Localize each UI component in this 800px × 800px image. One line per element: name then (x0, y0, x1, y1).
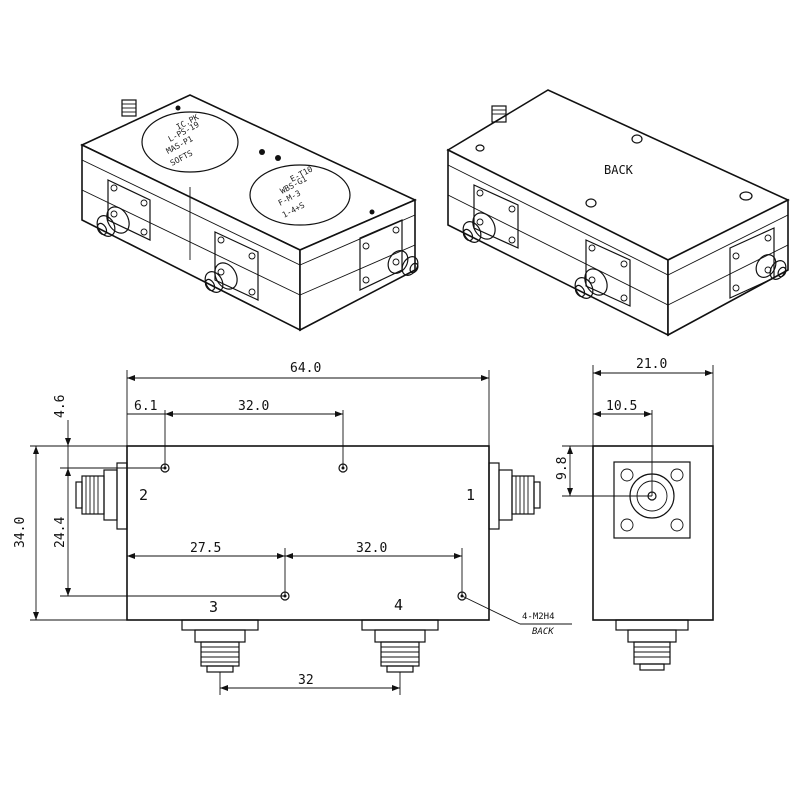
dim-side-width-text: 21.0 (636, 357, 667, 372)
top-view-body (126, 445, 490, 621)
side-bottom-connector (615, 619, 689, 671)
back-connector-right (729, 227, 787, 299)
dim-height: 34.0 (13, 445, 127, 621)
port-2-label: 2 (139, 486, 148, 504)
back-top-connector (491, 105, 507, 123)
dim-lower-offset-text: 27.5 (190, 541, 221, 556)
back-box-end-face (667, 198, 789, 337)
side-view: 21.0 10.5 9.8 (555, 357, 714, 671)
isometric-back-view: BACK (446, 89, 790, 337)
side-view-body (592, 445, 714, 621)
connector-port-1 (488, 462, 541, 530)
dim-connector-spacing-text: 32 (298, 673, 314, 688)
dim-hole-vertical: 24.4 (53, 468, 285, 597)
hole-callout-note: BACK (532, 627, 554, 637)
dim-side-width: 21.0 (592, 357, 714, 446)
connector-port-4 (361, 619, 439, 673)
dim-hole-spacing-top-text: 32.0 (238, 399, 269, 414)
front-top-connector (121, 99, 137, 117)
front-connector-left (96, 179, 151, 241)
back-hole-3 (585, 198, 597, 208)
dim-top-margin-text: 4.6 (53, 395, 68, 418)
connector-port-3 (181, 619, 259, 673)
back-hole-1 (475, 144, 485, 152)
front-connector-right (359, 219, 419, 291)
dim-hole-spacing-top: 6.1 32.0 (127, 399, 344, 468)
front-box-end-face (299, 198, 416, 332)
dim-side-center-y: 9.8 (555, 445, 652, 497)
dim-side-center-x-text: 10.5 (606, 399, 637, 414)
back-label: BACK (604, 163, 634, 177)
back-connector-left (462, 184, 519, 249)
dim-top-margin: 4.6 (53, 395, 165, 476)
isometric-front-view: IC.PK L-PS-19 MAS-P1 SOFTS E-T10 WBS-G1 … (80, 94, 419, 332)
port-1-label: 1 (466, 486, 475, 504)
dim-hole-spacing-bottom-text: 32.0 (356, 541, 387, 556)
dim-side-center-y-text: 9.8 (555, 457, 570, 480)
back-hole-4 (739, 191, 753, 201)
back-connector-middle (574, 239, 631, 307)
dim-length-text: 64.0 (290, 361, 321, 376)
dim-length: 64.0 (126, 361, 490, 446)
port-3-label: 3 (209, 598, 218, 616)
port-4-label: 4 (394, 596, 403, 614)
dim-side-center-x: 10.5 (593, 399, 653, 496)
dim-height-text: 34.0 (13, 517, 28, 548)
connector-port-2 (75, 462, 128, 530)
dim-connector-spacing: 32 (219, 672, 401, 695)
top-view: 2 1 3 4 64.0 6.1 32.0 (13, 361, 572, 695)
hole-callout-text: 4-M2H4 (522, 612, 555, 622)
back-hole-2 (631, 134, 643, 144)
dim-hole-spacing-bottom: 27.5 32.0 (127, 541, 463, 596)
front-connector-middle (204, 231, 259, 301)
dim-hole-offset-text: 6.1 (134, 399, 157, 414)
dim-hole-vertical-text: 24.4 (53, 517, 68, 548)
hole-callout: 4-M2H4 BACK (461, 595, 572, 637)
